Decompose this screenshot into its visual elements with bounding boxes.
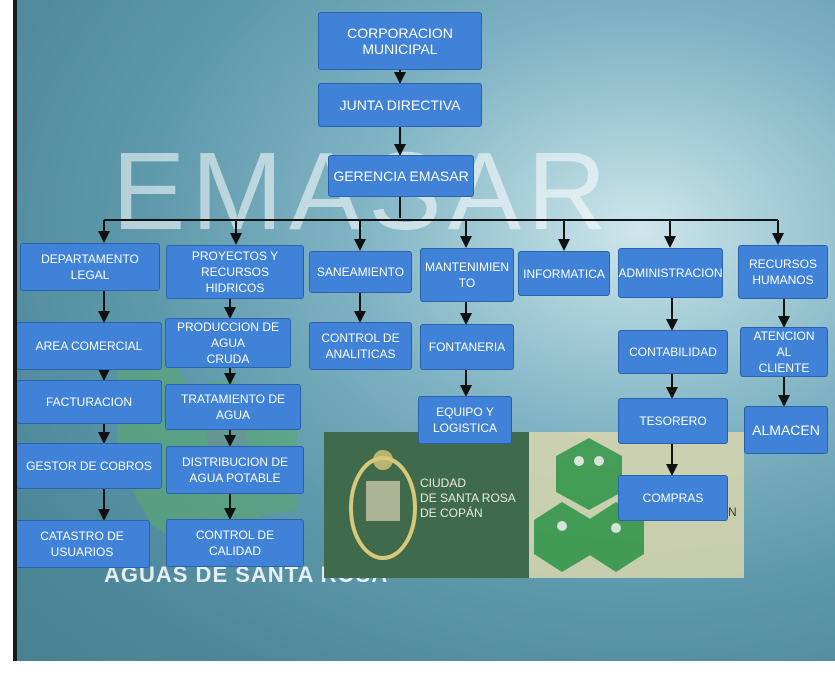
node-mantenimiento[interactable]: MANTENIMIEN TO bbox=[420, 248, 514, 302]
bottom-frame bbox=[0, 661, 835, 691]
node-fontaneria[interactable]: FONTANERIA bbox=[420, 324, 514, 370]
node-administracion[interactable]: ADMINISTRACION bbox=[618, 248, 723, 298]
node-corporacion-municipal[interactable]: CORPORACION MUNICIPAL bbox=[318, 12, 482, 70]
node-saneamiento[interactable]: SANEAMIENTO bbox=[309, 251, 412, 293]
node-recursos-humanos[interactable]: RECURSOS HUMANOS bbox=[738, 245, 828, 299]
node-tesorero[interactable]: TESORERO bbox=[618, 398, 728, 444]
node-facturacion[interactable]: FACTURACION bbox=[16, 380, 162, 424]
city-name: CIUDAD DE SANTA ROSA DE COPÁN bbox=[420, 476, 516, 521]
node-atencion-cliente[interactable]: ATENCION AL CLIENTE bbox=[740, 327, 828, 377]
node-informatica[interactable]: INFORMATICA bbox=[518, 251, 610, 296]
left-divider bbox=[13, 0, 17, 691]
node-area-comercial[interactable]: AREA COMERCIAL bbox=[16, 322, 162, 370]
left-frame bbox=[0, 0, 13, 691]
node-control-analiticas[interactable]: CONTROL DE ANALITICAS bbox=[309, 322, 412, 370]
node-control-calidad[interactable]: CONTROL DE CALIDAD bbox=[166, 519, 304, 567]
city-line-1: CIUDAD bbox=[420, 476, 467, 490]
partial-letter: N bbox=[728, 505, 737, 519]
node-contabilidad[interactable]: CONTABILIDAD bbox=[618, 330, 728, 374]
city-seal-icon bbox=[349, 450, 417, 560]
city-line-2: DE SANTA ROSA bbox=[420, 491, 516, 505]
city-seal-panel bbox=[324, 432, 529, 578]
node-almacen[interactable]: ALMACEN bbox=[744, 406, 828, 454]
node-equipo-logistica[interactable]: EQUIPO Y LOGISTICA bbox=[418, 396, 512, 444]
node-tratamiento-agua[interactable]: TRATAMIENTO DE AGUA bbox=[165, 384, 301, 430]
node-distribucion-agua[interactable]: DISTRIBUCION DE AGUA POTABLE bbox=[166, 446, 304, 494]
node-junta-directiva[interactable]: JUNTA DIRECTIVA bbox=[318, 83, 482, 127]
node-proyectos[interactable]: PROYECTOS Y RECURSOS HIDRICOS bbox=[166, 245, 304, 299]
city-line-3: DE COPÁN bbox=[420, 506, 483, 520]
node-compras[interactable]: COMPRAS bbox=[618, 475, 728, 521]
node-departamento-legal[interactable]: DEPARTAMENTO LEGAL bbox=[20, 243, 160, 291]
node-catastro-usuarios[interactable]: CATASTRO DE USUARIOS bbox=[14, 520, 150, 568]
hexagon-figures-icon bbox=[534, 438, 644, 572]
node-gerencia-emasar[interactable]: GERENCIA EMASAR bbox=[328, 155, 474, 197]
node-produccion-agua[interactable]: PRODUCCION DE AGUA CRUDA bbox=[165, 318, 291, 368]
node-gestor-cobros[interactable]: GESTOR DE COBROS bbox=[16, 443, 162, 489]
